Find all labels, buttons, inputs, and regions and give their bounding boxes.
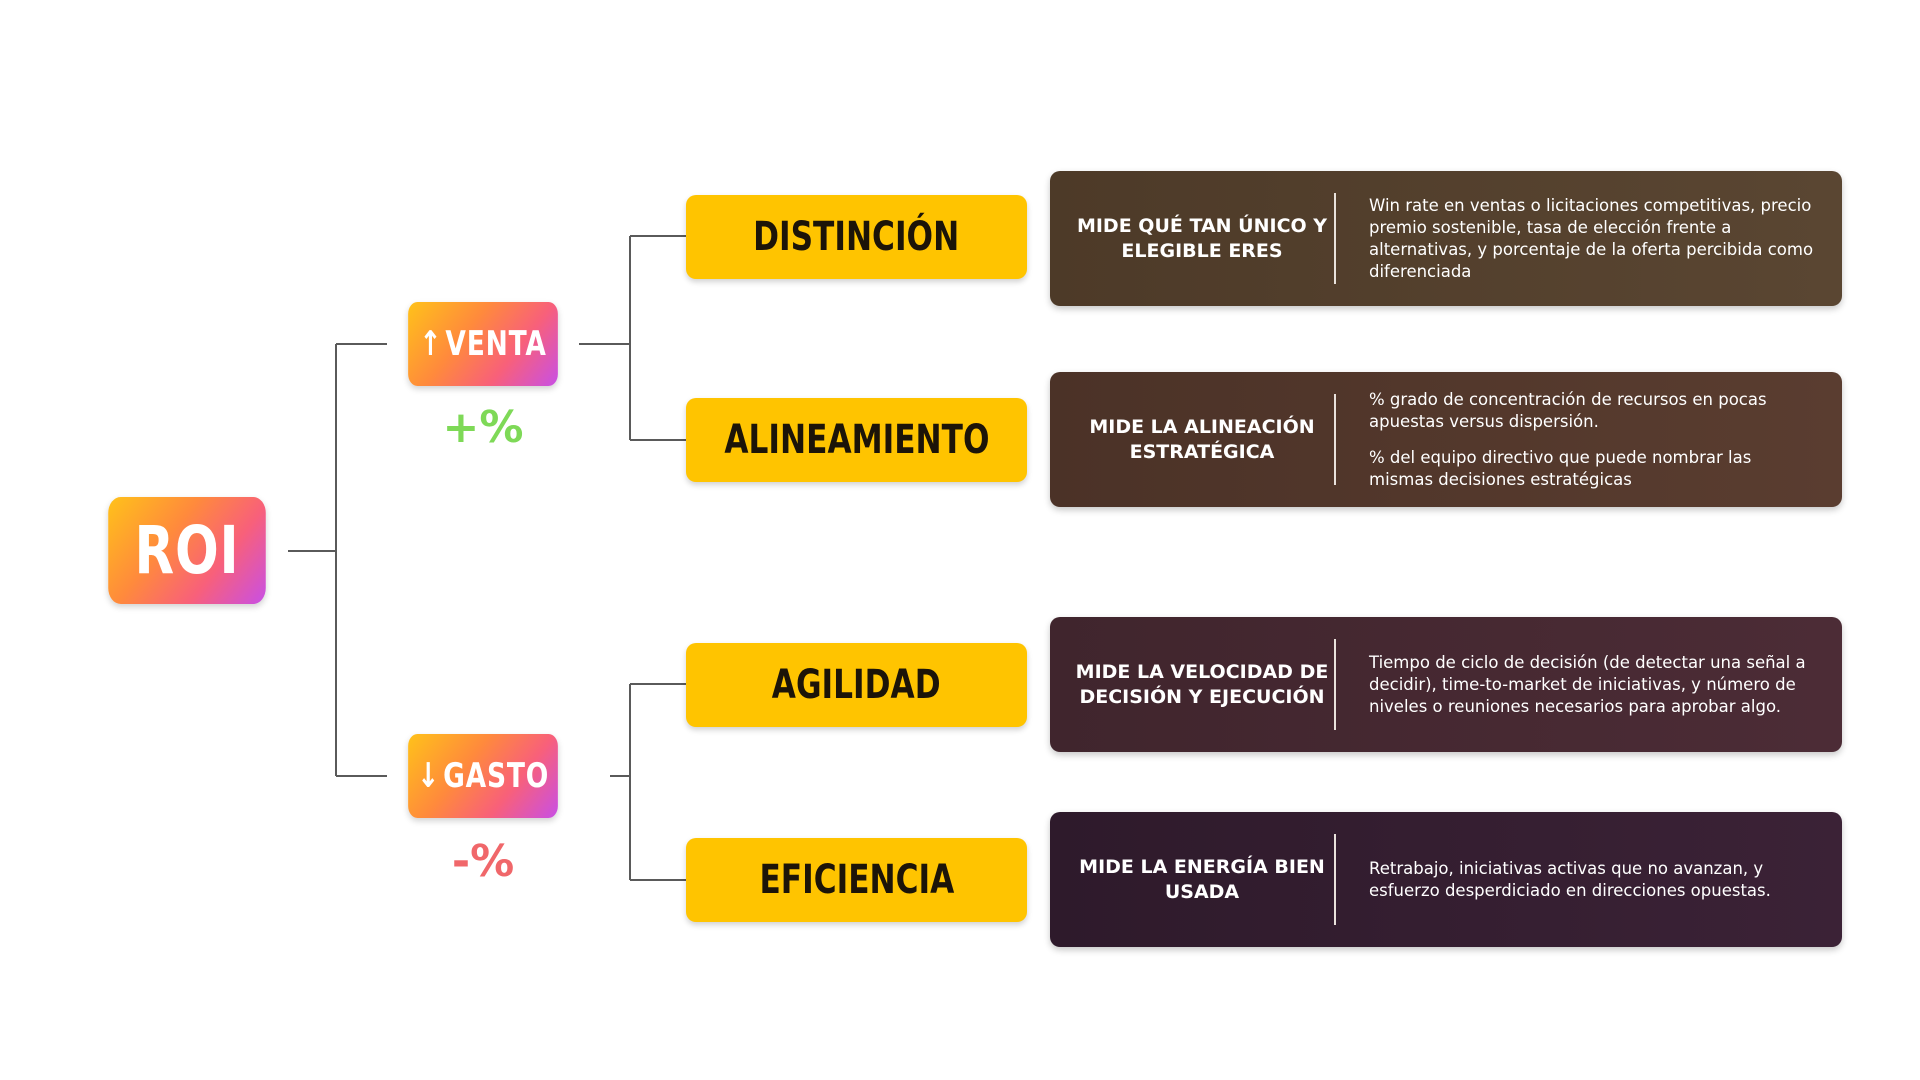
category-label: DISTINCIÓN (753, 214, 960, 260)
category-eficiencia: EFICIENCIA (686, 838, 1027, 922)
venta-indicator: +% (442, 402, 524, 453)
category-alineamiento: ALINEAMIENTO (686, 398, 1027, 482)
category-label: EFICIENCIA (759, 857, 954, 903)
measure-title: MIDE LA ENERGÍA BIEN USADA (1079, 855, 1325, 903)
category-distincion: DISTINCIÓN (686, 195, 1027, 279)
arrow-up-icon: ↑ (419, 324, 443, 364)
detail-text: % grado de concentración de recursos en … (1369, 389, 1767, 431)
measure-title: MIDE LA VELOCIDAD DE DECISIÓN Y EJECUCIÓ… (1075, 660, 1329, 708)
category-label: ALINEAMIENTO (723, 417, 990, 463)
venta-node: ↑VENTA (408, 302, 558, 386)
card-divider (1334, 394, 1336, 485)
measure-details: % grado de concentración de recursos en … (1369, 372, 1819, 507)
measure-title: MIDE LA ALINEACIÓN ESTRATÉGICA (1089, 415, 1315, 463)
card-divider (1334, 834, 1336, 925)
measure-title: MIDE QUÉ TAN ÚNICO Y ELEGIBLE ERES (1076, 214, 1328, 262)
card-divider (1334, 639, 1336, 730)
category-agilidad: AGILIDAD (686, 643, 1027, 727)
arrow-down-icon: ↓ (416, 756, 440, 796)
description-card-distincion: MIDE QUÉ TAN ÚNICO Y ELEGIBLE ERES Win r… (1050, 171, 1842, 306)
description-card-alineamiento: MIDE LA ALINEACIÓN ESTRATÉGICA % grado d… (1050, 372, 1842, 507)
venta-label: VENTA (445, 324, 547, 364)
description-card-agilidad: MIDE LA VELOCIDAD DE DECISIÓN Y EJECUCIÓ… (1050, 617, 1842, 752)
gasto-label: GASTO (443, 756, 550, 796)
gasto-indicator: -% (451, 836, 515, 887)
measure-details: Retrabajo, iniciativas activas que no av… (1369, 812, 1819, 947)
roi-node: ROI (108, 497, 266, 604)
measure-details: Tiempo de ciclo de decisión (de detectar… (1369, 617, 1819, 752)
measure-details: Win rate en ventas o licitaciones compet… (1369, 171, 1819, 306)
detail-text: Tiempo de ciclo de decisión (de detectar… (1369, 652, 1806, 716)
category-label: AGILIDAD (772, 662, 941, 708)
description-card-eficiencia: MIDE LA ENERGÍA BIEN USADA Retrabajo, in… (1050, 812, 1842, 947)
roi-label: ROI (134, 512, 240, 589)
detail-text: Win rate en ventas o licitaciones compet… (1369, 195, 1814, 281)
detail-text: % del equipo directivo que puede nombrar… (1369, 447, 1752, 489)
detail-text: Retrabajo, iniciativas activas que no av… (1369, 858, 1771, 900)
card-divider (1334, 193, 1336, 284)
gasto-node: ↓GASTO (408, 734, 558, 818)
